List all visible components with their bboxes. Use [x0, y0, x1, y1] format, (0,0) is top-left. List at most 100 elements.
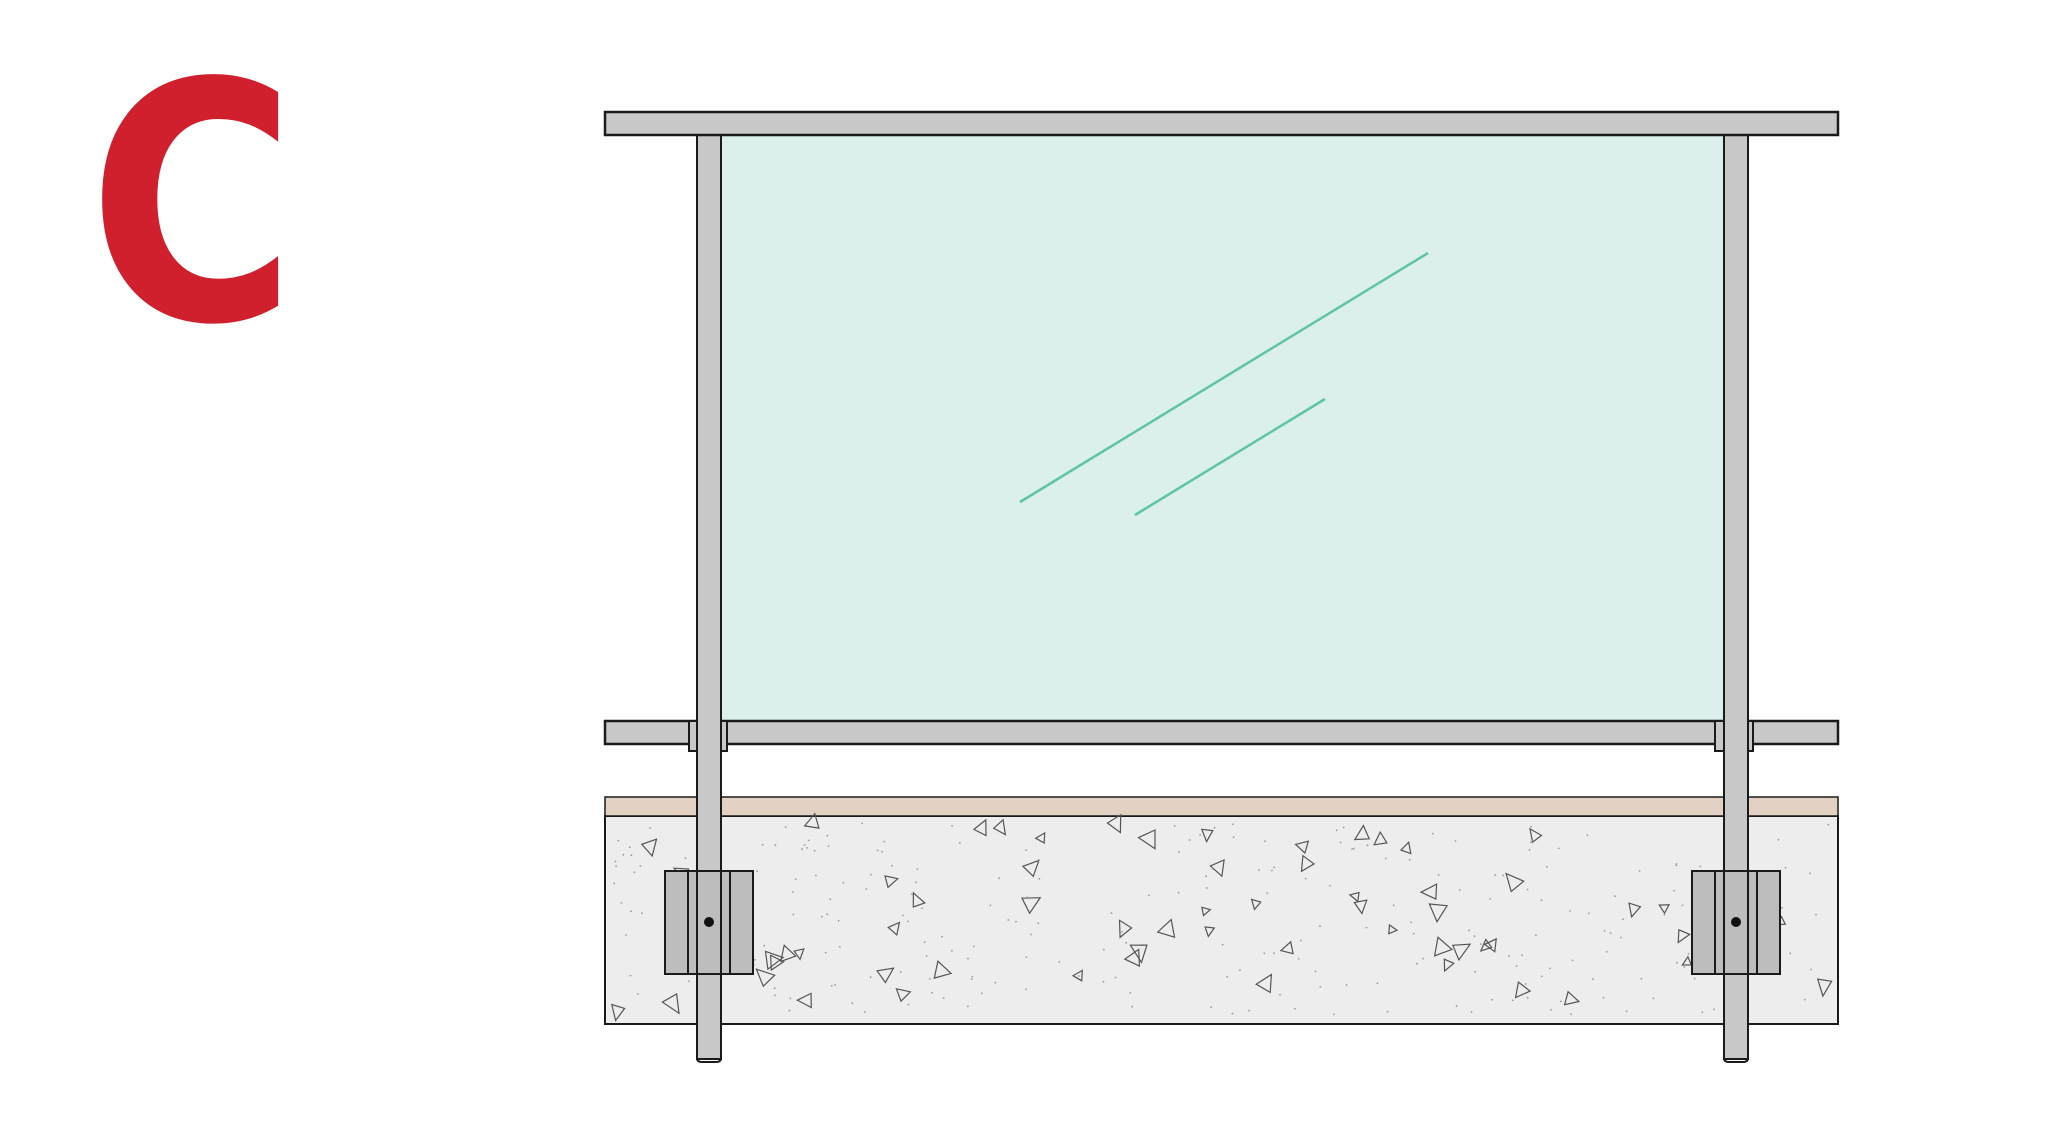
aggregate-speck: [1304, 877, 1307, 880]
aggregate-speck: [1110, 912, 1113, 914]
section-label-c: C: [88, 13, 297, 397]
aggregate-speck: [789, 997, 792, 1000]
aggregate-speck: [1114, 976, 1117, 979]
aggregate-speck: [1037, 859, 1040, 861]
concrete-slab-body: [604, 815, 1839, 1025]
aggregate-stone: [1137, 829, 1156, 850]
aggregate-speck: [1673, 889, 1676, 892]
aggregate-speck: [1815, 913, 1817, 916]
aggregate-speck: [614, 860, 617, 863]
aggregate-speck: [763, 944, 766, 947]
aggregate-speck: [1699, 865, 1702, 868]
aggregate-stone: [1433, 936, 1454, 957]
aggregate-speck: [1273, 866, 1275, 869]
aggregate-stone: [1353, 899, 1368, 915]
aggregate-speck: [774, 844, 777, 847]
aggregate-speck: [639, 865, 642, 867]
aggregate-speck: [1603, 930, 1606, 932]
aggregate-speck: [620, 902, 623, 904]
aggregate-speck: [901, 914, 904, 917]
aggregate-speck: [1188, 839, 1191, 841]
aggregate-speck: [1489, 898, 1492, 900]
aggregate-speck: [1550, 1008, 1552, 1011]
aggregate-speck: [1528, 848, 1531, 851]
aggregate-speck: [925, 955, 928, 957]
aggregate-speck: [637, 993, 639, 995]
aggregate-speck: [773, 987, 776, 990]
aggregate-stone: [1021, 897, 1042, 915]
aggregate-speck: [1592, 978, 1594, 980]
aggregate-stone: [1200, 828, 1214, 843]
aggregate-speck: [1271, 869, 1273, 872]
aggregate-speck: [1319, 925, 1321, 928]
aggregate-stone: [610, 1003, 626, 1022]
aggregate-stone: [1129, 944, 1148, 964]
aggregate-speck: [807, 839, 810, 842]
aggregate-speck: [970, 978, 973, 980]
aggregate-speck: [629, 974, 632, 977]
aggregate-speck: [1148, 894, 1150, 897]
aggregate-speck: [1339, 841, 1342, 844]
aggregate-speck: [967, 957, 969, 960]
aggregate-speck: [916, 868, 919, 870]
glass-reflection-line-1: [1019, 251, 1429, 504]
aggregate-speck: [1494, 874, 1497, 876]
anchor-right-bolt: [1731, 917, 1741, 927]
aggregate-speck: [931, 991, 933, 994]
aggregate-speck: [1479, 943, 1482, 945]
aggregate-speck: [865, 888, 868, 890]
anchor-left-bolt: [704, 917, 714, 927]
aggregate-speck: [630, 854, 633, 857]
aggregate-speck: [1376, 982, 1379, 985]
aggregate-speck: [998, 877, 1001, 880]
aggregate-speck: [899, 971, 902, 973]
aggregate-stone: [1816, 978, 1833, 998]
aggregate-speck: [1264, 840, 1266, 843]
aggregate-speck: [1827, 823, 1830, 826]
aggregate-speck: [1515, 965, 1518, 967]
aggregate-speck: [980, 992, 983, 995]
aggregate-speck: [1416, 962, 1418, 965]
aggregate-stone: [887, 921, 901, 937]
aggregate-speck: [1458, 889, 1461, 891]
aggregate-speck: [1526, 888, 1529, 891]
aggregate-speck: [1129, 992, 1132, 994]
aggregate-speck: [1037, 922, 1040, 925]
aggregate-speck: [907, 1003, 910, 1006]
aggregate-speck: [1273, 952, 1275, 955]
anchor-left: [664, 870, 754, 975]
aggregate-speck: [1474, 970, 1476, 973]
aggregate-speck: [788, 1009, 791, 1012]
aggregate-stone: [1118, 919, 1133, 939]
aggregate-speck: [1569, 910, 1571, 912]
aggregate-speck: [1540, 975, 1543, 978]
aggregate-speck: [1102, 948, 1105, 951]
aggregate-speck: [1803, 998, 1806, 1001]
aggregate-speck: [1687, 953, 1690, 955]
bottom-rail-bar: [603, 719, 1840, 746]
aggregate-stone: [972, 818, 987, 837]
aggregate-speck: [1342, 826, 1345, 829]
aggregate-stone: [876, 967, 895, 984]
aggregate-stone: [1505, 872, 1525, 893]
aggregate-speck: [951, 949, 953, 952]
aggregate-speck: [761, 843, 764, 846]
aggregate-speck: [756, 870, 758, 873]
aggregate-speck: [989, 904, 992, 907]
aggregate-stone: [1209, 859, 1225, 878]
aggregate-speck: [1571, 959, 1574, 962]
aggregate-speck: [1511, 999, 1514, 1002]
aggregate-speck: [1213, 826, 1216, 829]
aggregate-speck: [1025, 988, 1028, 991]
aggregate-speck: [1177, 891, 1180, 894]
aggregate-speck: [792, 913, 795, 916]
aggregate-speck: [826, 834, 829, 837]
aggregate-speck: [1490, 998, 1493, 1001]
glass-panel: [718, 134, 1723, 720]
aggregate-speck: [1676, 961, 1678, 964]
aggregate-speck: [1454, 840, 1457, 842]
aggregate-stone: [1658, 904, 1671, 915]
aggregate-speck: [1713, 1008, 1715, 1011]
aggregate-speck: [1784, 866, 1787, 869]
aggregate-speck: [1412, 932, 1415, 935]
